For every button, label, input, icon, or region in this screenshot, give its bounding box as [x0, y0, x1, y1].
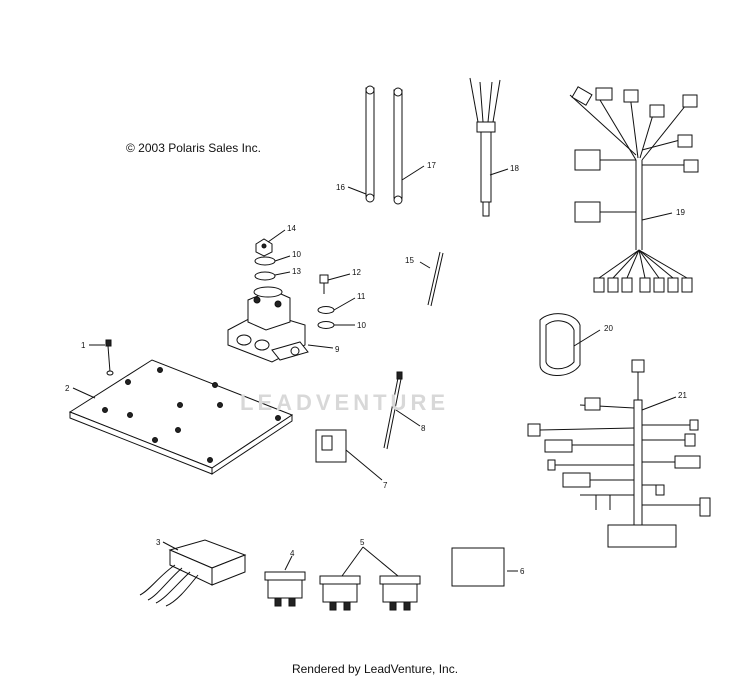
callout-numbers: 1 2 3 4 5 6 7 8 9 10 11 12 13 10 14 15 1… — [65, 161, 687, 576]
part-12-bolt — [319, 274, 329, 294]
part-5-switch-left — [319, 575, 361, 611]
part-16-cable — [365, 85, 375, 203]
part-6-decal — [451, 547, 505, 587]
part-4-switch — [264, 571, 306, 607]
leader-lines — [72, 165, 677, 577]
callout-8: 8 — [421, 424, 426, 433]
part-18-harness — [469, 77, 501, 217]
part-15-tie-strap — [427, 251, 444, 307]
part-9-solenoid — [227, 286, 309, 363]
part-10-washer-upper — [254, 256, 276, 266]
callout-7: 7 — [383, 481, 388, 490]
callout-5: 5 — [360, 538, 365, 547]
callout-15: 15 — [405, 256, 414, 265]
part-8-tie-strap — [383, 371, 403, 450]
callout-12: 12 — [352, 268, 361, 277]
callout-10-lower: 10 — [357, 321, 366, 330]
watermark: LEADVENTURE — [240, 390, 450, 415]
callout-11: 11 — [357, 292, 366, 301]
callout-20: 20 — [604, 324, 613, 333]
part-11-washer — [317, 306, 335, 314]
part-17-cable — [393, 87, 403, 205]
part-21-harness — [527, 359, 711, 548]
callout-6: 6 — [520, 567, 525, 576]
callout-19: 19 — [676, 208, 685, 217]
callout-16: 16 — [336, 183, 345, 192]
callout-1: 1 — [81, 341, 86, 350]
callout-3: 3 — [156, 538, 161, 547]
part-5-switch-right — [379, 575, 421, 611]
callout-17: 17 — [427, 161, 436, 170]
part-14-nut — [255, 238, 273, 257]
callout-9: 9 — [335, 345, 340, 354]
part-1-screw — [105, 339, 114, 376]
callout-14: 14 — [287, 224, 296, 233]
callout-10-upper: 10 — [292, 250, 301, 259]
footer-text: Rendered by LeadVenture, Inc. — [291, 662, 459, 676]
copyright-text: © 2003 Polaris Sales Inc. — [126, 141, 261, 155]
callout-13: 13 — [292, 267, 301, 276]
callout-2: 2 — [65, 384, 70, 393]
part-7-label — [315, 429, 347, 463]
part-2-mounting-plate — [68, 359, 294, 475]
part-19-main-harness — [569, 86, 699, 293]
callout-4: 4 — [290, 549, 295, 558]
part-3-module — [139, 539, 247, 607]
callout-18: 18 — [510, 164, 519, 173]
part-13-lock-washer — [254, 271, 276, 281]
part-20-wire-loop — [539, 313, 581, 376]
part-10-washer-lower — [317, 321, 335, 329]
callout-21: 21 — [678, 391, 687, 400]
